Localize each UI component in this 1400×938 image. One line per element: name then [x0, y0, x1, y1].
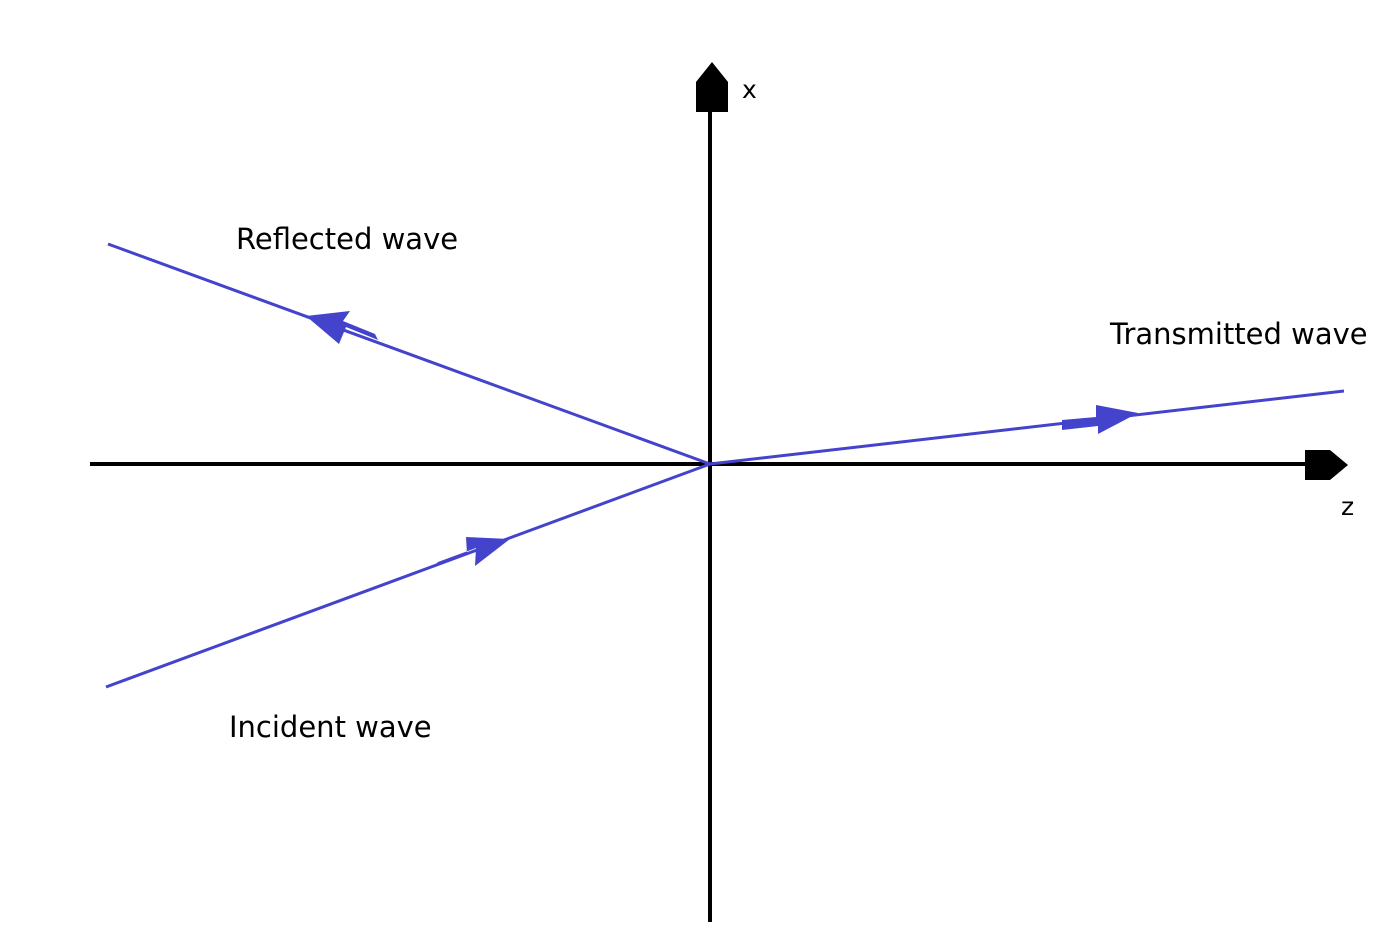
z-axis-arrowhead [1305, 450, 1348, 480]
incident-wave-label: Incident wave [229, 710, 432, 744]
x-axis-label: x [742, 75, 757, 104]
transmitted-ray-arrow [1062, 405, 1138, 434]
incident-ray [105, 462, 711, 689]
reflected-ray-arrow [306, 311, 378, 344]
reflected-ray [107, 242, 711, 466]
x-axis-arrowhead [696, 62, 728, 112]
transmitted-ray [709, 389, 1345, 466]
z-axis-label: z [1341, 492, 1354, 521]
reflected-wave-label: Reflected wave [236, 222, 458, 256]
incident-ray-arrow [434, 537, 510, 566]
transmitted-wave-label: Transmitted wave [1109, 317, 1368, 351]
